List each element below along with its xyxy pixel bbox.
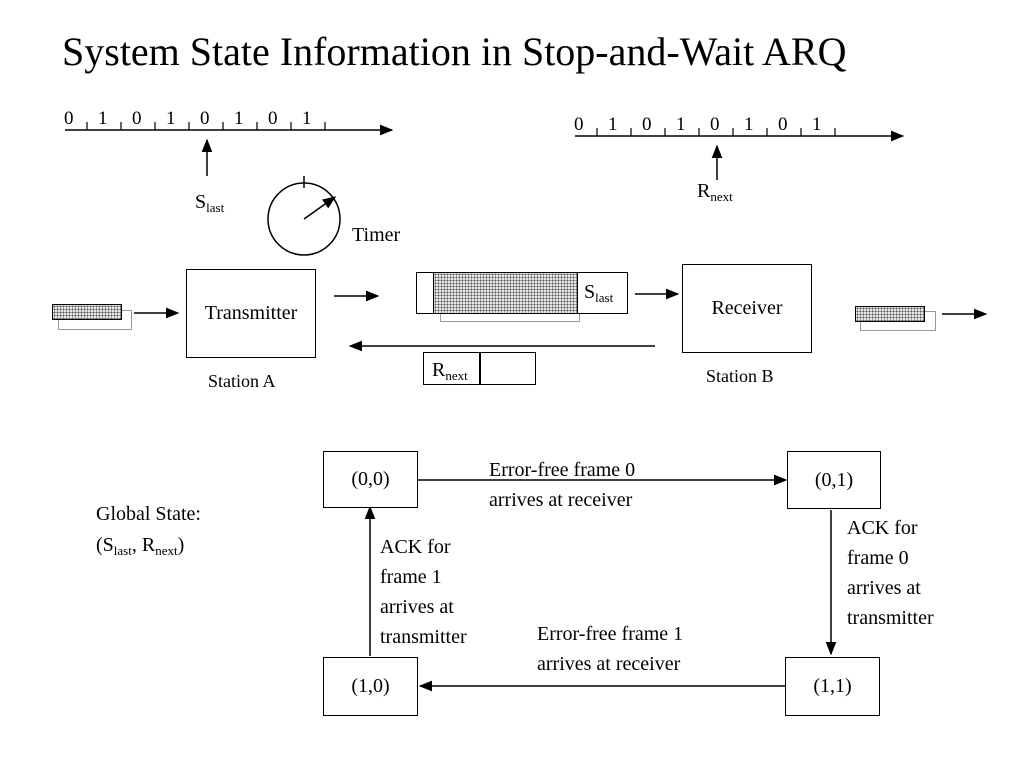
sender-seq-number: 0 — [64, 108, 74, 129]
timer-icon — [267, 176, 341, 256]
frame-payload — [433, 272, 578, 314]
sender-sequence-axis — [65, 122, 394, 176]
station-a-label: Station A — [208, 371, 276, 391]
receiver-seq-number: 0 — [778, 114, 788, 135]
s-last-pointer-label: Slast — [195, 191, 225, 215]
receiver-seq-number: 1 — [812, 114, 822, 135]
global-state-tuple: (Slast, Rnext) — [96, 534, 185, 558]
sender-seq-number: 1 — [98, 108, 108, 129]
receiver-seq-number: 0 — [642, 114, 652, 135]
receiver-seq-number: 1 — [676, 114, 686, 135]
r-next-pointer-label: Rnext — [697, 180, 733, 204]
sender-seq-number: 1 — [302, 108, 312, 129]
sender-sequence: 0 1 0 1 0 1 0 1 — [0, 108, 1024, 132]
receiver-sequence: 0 1 0 1 0 1 0 1 — [0, 114, 1024, 138]
transition-label-ack1: ACK for frame 1 arrives at transmitter — [380, 536, 467, 648]
receiver-seq-number: 1 — [744, 114, 754, 135]
state-1-1: (1,1) — [785, 657, 880, 716]
receiver-seq-number: 1 — [608, 114, 618, 135]
sender-seq-number: 1 — [234, 108, 244, 129]
state-0-0: (0,0) — [323, 451, 418, 508]
receiver-seq-number: 0 — [710, 114, 720, 135]
sender-seq-number: 0 — [268, 108, 278, 129]
transmitter-box: Transmitter — [186, 269, 316, 358]
receiver-box: Receiver — [682, 264, 812, 353]
transition-label-frame0: Error-free frame 0 arrives at receiver — [489, 459, 636, 511]
incoming-frame — [52, 304, 122, 320]
outgoing-frame — [855, 306, 925, 322]
state-0-1: (0,1) — [787, 451, 881, 509]
ack-frame-divider — [479, 352, 481, 385]
page-title: System State Information in Stop-and-Wai… — [62, 29, 847, 74]
station-b-label: Station B — [706, 366, 774, 386]
transition-label-frame1: Error-free frame 1 arrives at receiver — [537, 623, 684, 675]
ack-seq-label: Rnext — [432, 359, 468, 383]
timer-label: Timer — [352, 224, 401, 246]
state-1-0: (1,0) — [323, 657, 418, 716]
receiver-seq-number: 0 — [574, 114, 584, 135]
transition-label-ack0: ACK for frame 0 arrives at transmitter — [847, 517, 934, 629]
sender-seq-number: 0 — [132, 108, 142, 129]
sender-seq-number: 0 — [200, 108, 210, 129]
frame-seq-label: Slast — [584, 281, 614, 305]
global-state-label: Global State: — [96, 503, 201, 525]
receiver-sequence-axis — [575, 128, 905, 180]
sender-seq-number: 1 — [166, 108, 176, 129]
